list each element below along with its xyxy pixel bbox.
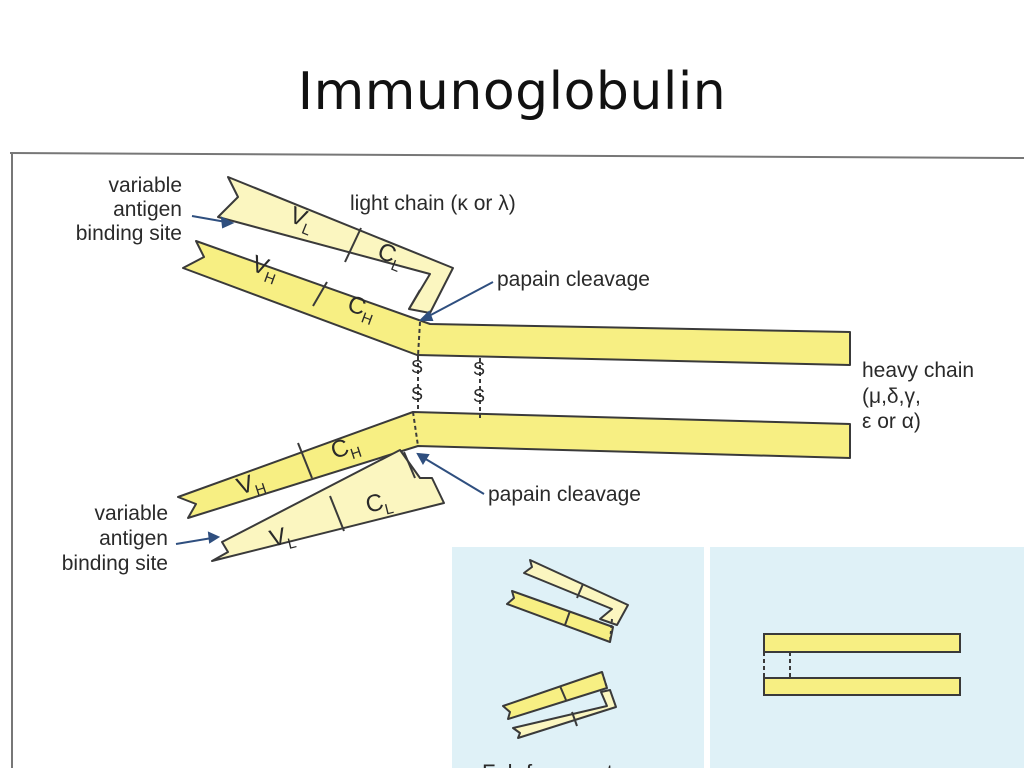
fab-fragment-2-heavy — [502, 671, 608, 720]
lower-light-chain-divider — [329, 495, 345, 532]
upper-heavy-chain-vh-ch-divider — [312, 281, 328, 307]
fab-fragment-panel — [452, 547, 704, 768]
bottom-papain-cleavage-label: papain cleavage — [488, 483, 641, 506]
light-chain-label: light chain (κ or λ) — [350, 192, 516, 215]
figure-top-border — [9, 152, 1024, 159]
top-cleavage-pointer — [426, 281, 494, 318]
top-binding-site-label-1: variable — [108, 174, 182, 197]
upper-hinge-divider — [417, 321, 421, 357]
fc-fragment-panel — [710, 547, 1024, 768]
antibody-diagram: S S S S VL CL VH CH CH VH CL VL variable… — [9, 152, 1024, 768]
fab-fragment-1-hinge — [609, 618, 613, 643]
segment-vh-lower: VH — [234, 467, 269, 505]
bottom-binding-site-label-1: variable — [94, 502, 168, 525]
heavy-chain-label-2: (μ,δ,γ, — [862, 385, 921, 408]
upper-heavy-chain — [182, 240, 851, 366]
fab-fragment-2-heavy-divider — [559, 685, 567, 701]
fab-fragment-1-light — [523, 559, 629, 626]
segment-cl-lower: CL — [363, 486, 395, 522]
lower-heavy-chain — [177, 411, 851, 519]
top-papain-cleavage-label: papain cleavage — [497, 268, 650, 291]
segment-vl-lower: VL — [267, 521, 298, 557]
heavy-chain-label-1: heavy chain — [862, 359, 974, 382]
bottom-cleavage-pointer — [423, 457, 485, 495]
disulfide-s-1: S — [411, 357, 423, 377]
bottom-binding-site-arrowhead — [207, 531, 221, 544]
top-cleavage-arrowhead — [418, 310, 434, 321]
top-binding-site-label-2: antigen — [113, 198, 182, 221]
upper-light-chain-divider — [344, 227, 362, 263]
fab-fragment-caption: Fab fragment — [482, 760, 613, 768]
lower-light-chain-hinge-strap — [403, 451, 416, 479]
bottom-cleavage-arrowhead — [416, 452, 430, 465]
fab-fragment-1-light-divider — [576, 583, 584, 599]
fc-fragment-upper-chain — [763, 633, 961, 653]
top-binding-site-pointer — [191, 215, 227, 223]
bottom-binding-site-pointer — [175, 537, 213, 545]
top-binding-site-arrowhead — [220, 216, 235, 229]
disulfide-s-4: S — [473, 386, 485, 406]
bottom-binding-site-label-3: binding site — [62, 552, 168, 575]
disulfide-s-2: S — [411, 384, 423, 404]
bottom-binding-site-label-2: antigen — [99, 527, 168, 550]
upper-light-chain-hinge-strap — [408, 289, 421, 310]
disulfide-s-3: S — [473, 359, 485, 379]
heavy-chain-label-3: ε or α) — [862, 410, 921, 433]
fab-fragment-2-hinge — [601, 671, 608, 689]
fab-fragment-1-heavy-divider — [564, 610, 571, 626]
slide-title: Immunoglobulin — [297, 62, 727, 122]
fab-fragment-2-light-divider — [571, 711, 578, 727]
fab-fragment-1-heavy — [506, 590, 614, 643]
fc-fragment-lower-chain — [763, 677, 961, 696]
top-binding-site-label-3: binding site — [76, 222, 182, 245]
fab-fragment-2-light — [512, 689, 617, 739]
lower-hinge-divider — [412, 411, 419, 447]
lower-heavy-chain-vh-ch-divider — [297, 442, 313, 479]
